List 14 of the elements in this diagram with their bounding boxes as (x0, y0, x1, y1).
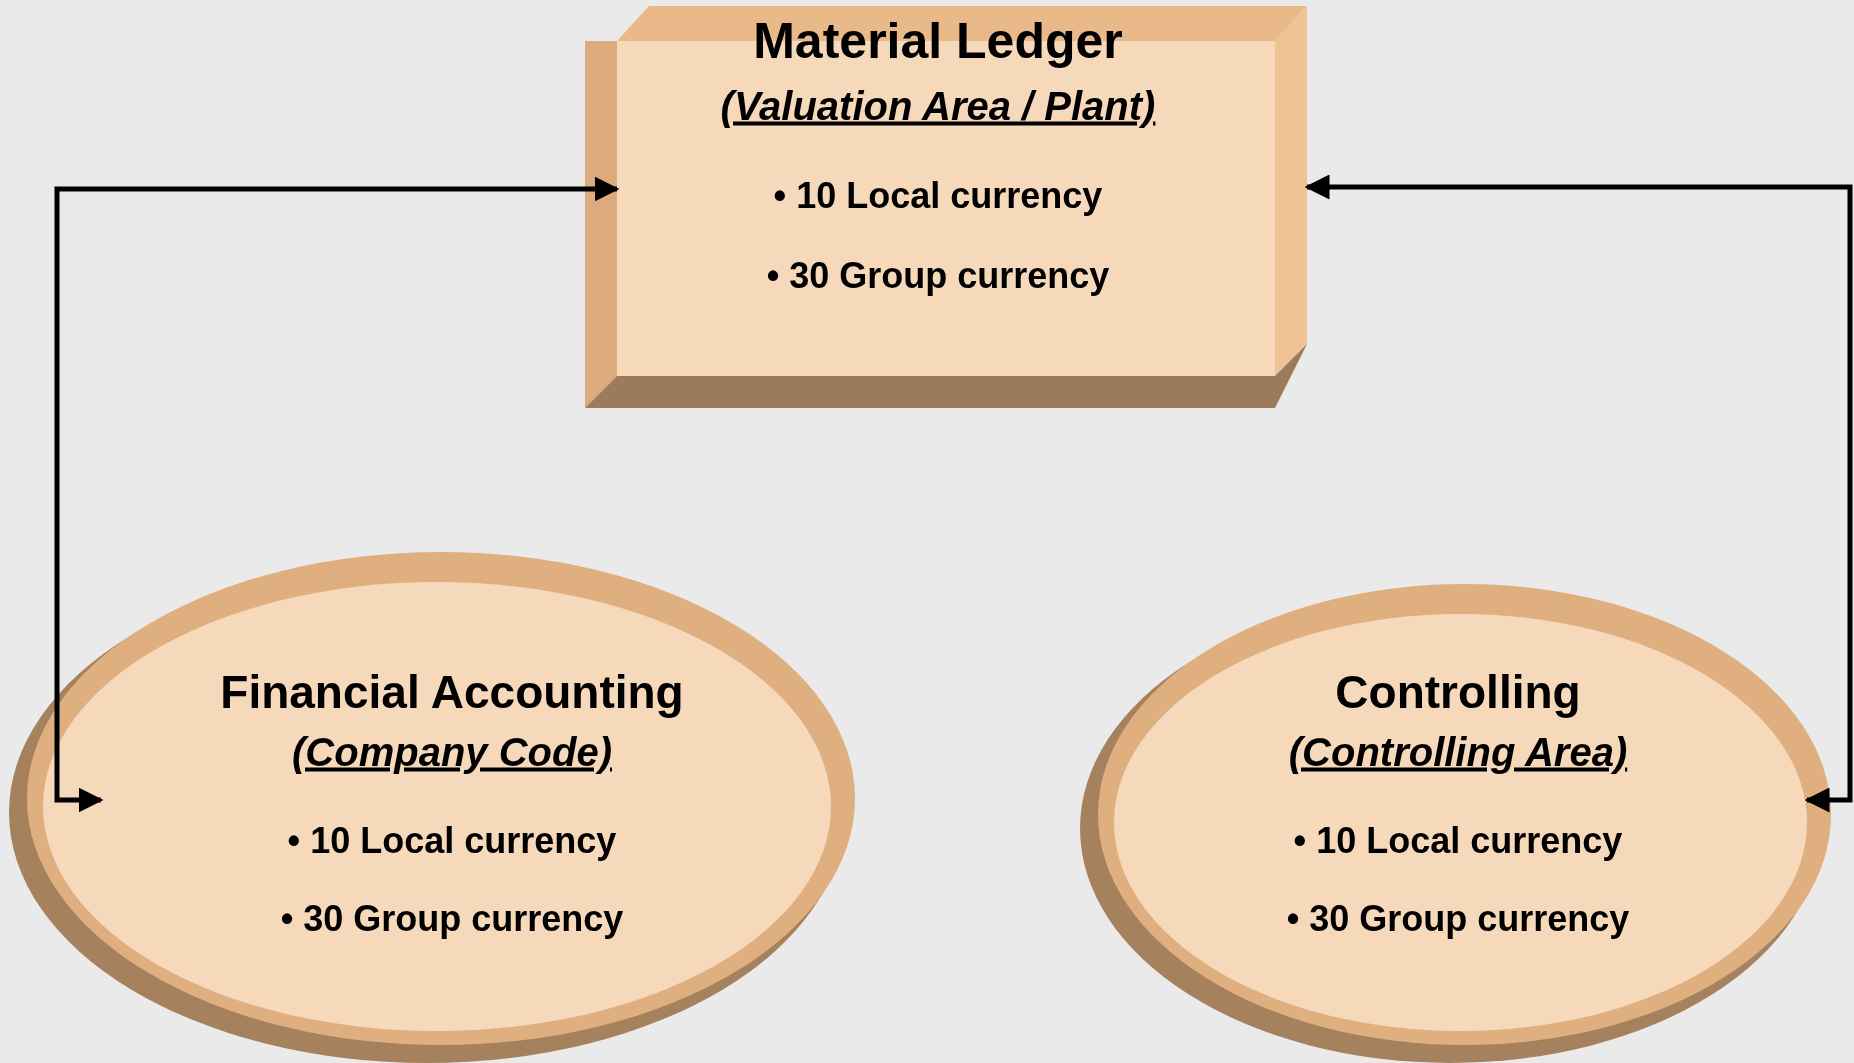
currency-item: • 10 Local currency (1293, 820, 1623, 862)
currency-item: • 30 Group currency (1286, 898, 1630, 940)
currency-item: • 10 Local currency (773, 175, 1103, 217)
currency-item: • 30 Group currency (280, 898, 624, 940)
node-title: Material Ledger (753, 12, 1123, 70)
connector-arrow (1304, 174, 1853, 813)
node-title: Controlling (1335, 665, 1581, 719)
currency-item: • 10 Local currency (287, 820, 617, 862)
node-title: Financial Accounting (220, 665, 684, 719)
connector-arrow (54, 176, 620, 813)
node-subtitle: (Company Code) (292, 729, 612, 775)
currency-item: • 30 Group currency (766, 255, 1110, 297)
node-subtitle: (Valuation Area / Plant) (720, 83, 1156, 129)
node-subtitle: (Controlling Area) (1288, 729, 1628, 775)
